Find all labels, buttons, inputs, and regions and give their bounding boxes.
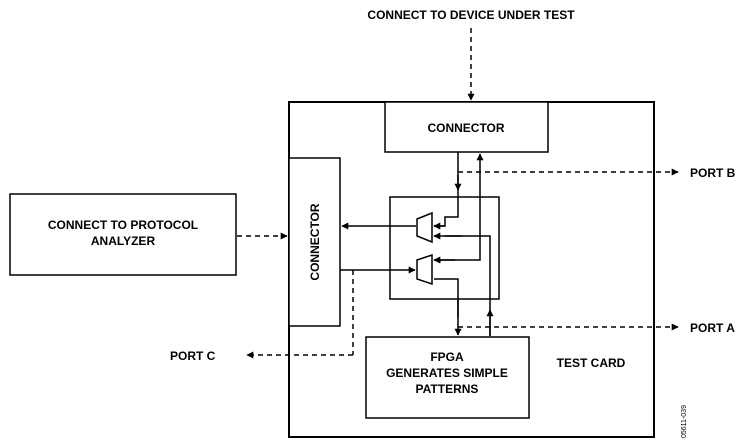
protocol-analyzer-box (9, 193, 237, 276)
port-a-label: PORT A (690, 321, 735, 335)
fpga-label-3: PATTERNS (416, 382, 479, 396)
fpga-label-1: FPGA (430, 350, 464, 364)
port-c-label: PORT C (170, 349, 216, 363)
side-connector-label: CONNECTOR (308, 203, 322, 280)
signal-paths (340, 152, 494, 355)
test-card-label: TEST CARD (557, 356, 626, 370)
mux-lower-icon (416, 253, 433, 286)
protocol-analyzer-label-2: ANALYZER (91, 234, 156, 248)
fpga-box (365, 336, 530, 419)
mux-upper-icon (416, 211, 433, 244)
side-connector-box (288, 157, 341, 327)
figure-id: 05611-039 (681, 405, 688, 438)
device-under-test-label: CONNECT TO DEVICE UNDER TEST (367, 8, 575, 22)
protocol-analyzer-label-1: CONNECT TO PROTOCOL (48, 218, 198, 232)
switch-box (389, 196, 500, 300)
top-connector-label: CONNECTOR (427, 121, 504, 135)
fpga-label-2: GENERATES SIMPLE (386, 366, 508, 380)
port-b-label: PORT B (690, 166, 736, 180)
top-connector-box (384, 101, 549, 153)
